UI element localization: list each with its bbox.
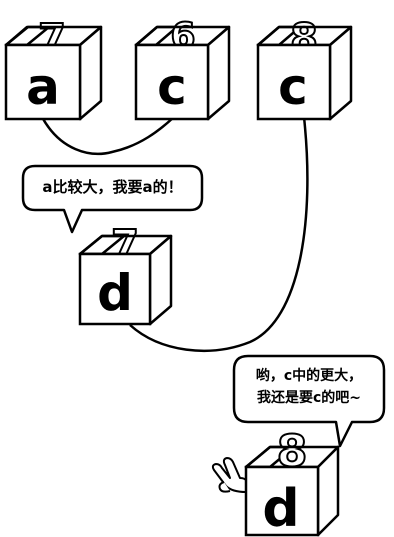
- box-c: 8 c: [256, 15, 353, 121]
- box-b: 6 c: [134, 15, 231, 121]
- box-d-middle: 7 d: [78, 221, 173, 326]
- speech-bubble-1: [21, 164, 204, 234]
- box-b-letter: c: [157, 58, 187, 116]
- bubble-1-line1: a比较大，我要a的！: [42, 178, 183, 196]
- box-c-letter: c: [278, 58, 308, 116]
- bubble-2-line1: 哟，c中的更大，: [255, 368, 363, 384]
- box-a: 7 a: [4, 15, 103, 121]
- box-d-middle-letter: d: [97, 264, 133, 322]
- bubble-1-text: a比较大，我要a的！: [25, 177, 200, 197]
- speech-bubble-2: [232, 354, 386, 448]
- box-a-letter: a: [26, 58, 60, 116]
- bubble-2-text: 哟，c中的更大， 我还是要c的吧~: [236, 365, 382, 409]
- box-d-bottom: 8 d: [211, 425, 340, 537]
- box-d-bottom-letter: d: [262, 479, 299, 537]
- peace-hand-icon: [211, 457, 247, 493]
- connector-a-b: [40, 116, 175, 156]
- bubble-2-line2: 我还是要c的吧~: [256, 390, 362, 406]
- connector-c-d: [129, 116, 309, 352]
